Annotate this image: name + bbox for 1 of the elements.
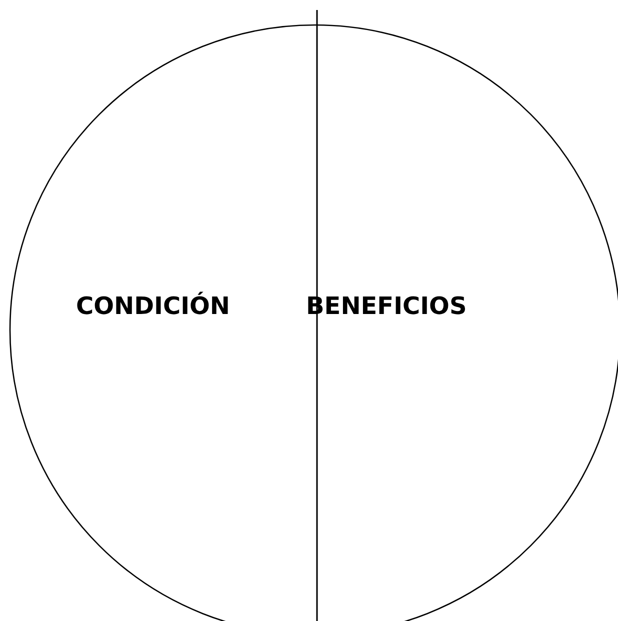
section-label: CONDICIÓN: [76, 292, 230, 320]
